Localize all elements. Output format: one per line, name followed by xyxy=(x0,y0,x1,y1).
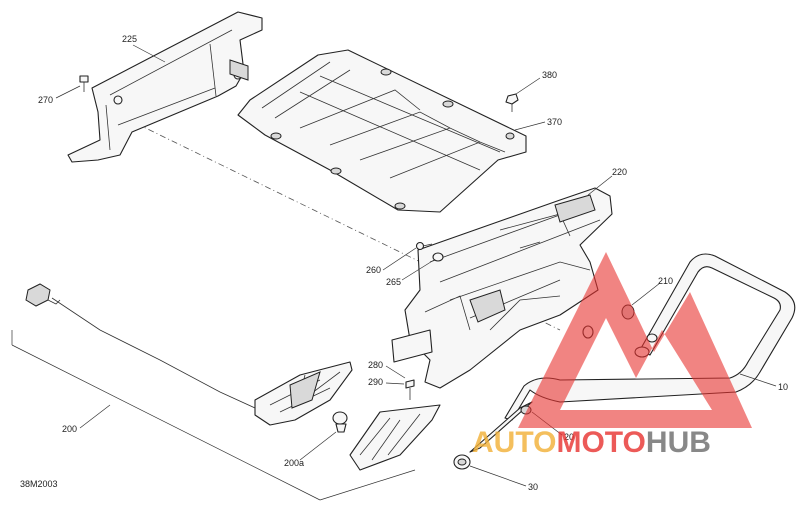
part-290-screw xyxy=(405,379,415,400)
watermark-triangle-icon xyxy=(518,252,752,428)
part-380-bolt xyxy=(505,93,519,112)
figure-code: 38M2003 xyxy=(20,479,58,489)
part-200-light-assembly xyxy=(25,283,353,426)
callout-225: 225 xyxy=(122,34,137,44)
part-270-bolt xyxy=(79,75,89,92)
part-370-skid-plate xyxy=(237,49,527,213)
part-200a-bulb xyxy=(332,411,348,433)
watermark-hub: HUB xyxy=(646,426,711,459)
callout-380: 380 xyxy=(542,70,557,80)
callout-210: 210 xyxy=(658,276,673,286)
callout-200a: 200a xyxy=(284,458,304,468)
watermark-logo: AUTOMOTOHUB xyxy=(472,252,752,459)
part-30-clamp xyxy=(453,454,471,470)
watermark-auto: AUTO xyxy=(472,426,556,459)
callout-labels: 225 270 380 370 220 260 265 210 10 280 2… xyxy=(20,34,788,492)
callout-265: 265 xyxy=(386,277,401,287)
callout-370: 370 xyxy=(547,117,562,127)
part-lens xyxy=(349,404,441,471)
watermark-moto: MOTO xyxy=(556,426,645,459)
callout-270: 270 xyxy=(38,95,53,105)
callout-220: 220 xyxy=(612,167,627,177)
callout-260: 260 xyxy=(366,265,381,275)
callout-30: 30 xyxy=(528,482,538,492)
part-260-265-fasteners xyxy=(415,241,444,262)
callout-200: 200 xyxy=(62,424,77,434)
callout-10: 10 xyxy=(778,382,788,392)
part-225-bracket xyxy=(67,11,263,163)
svg-text:AUTOMOTOHUB: AUTOMOTOHUB xyxy=(472,426,711,459)
callout-290: 290 xyxy=(368,377,383,387)
part-220-housing xyxy=(391,187,613,389)
callout-20: 20 xyxy=(564,432,574,442)
callout-280: 280 xyxy=(368,360,383,370)
